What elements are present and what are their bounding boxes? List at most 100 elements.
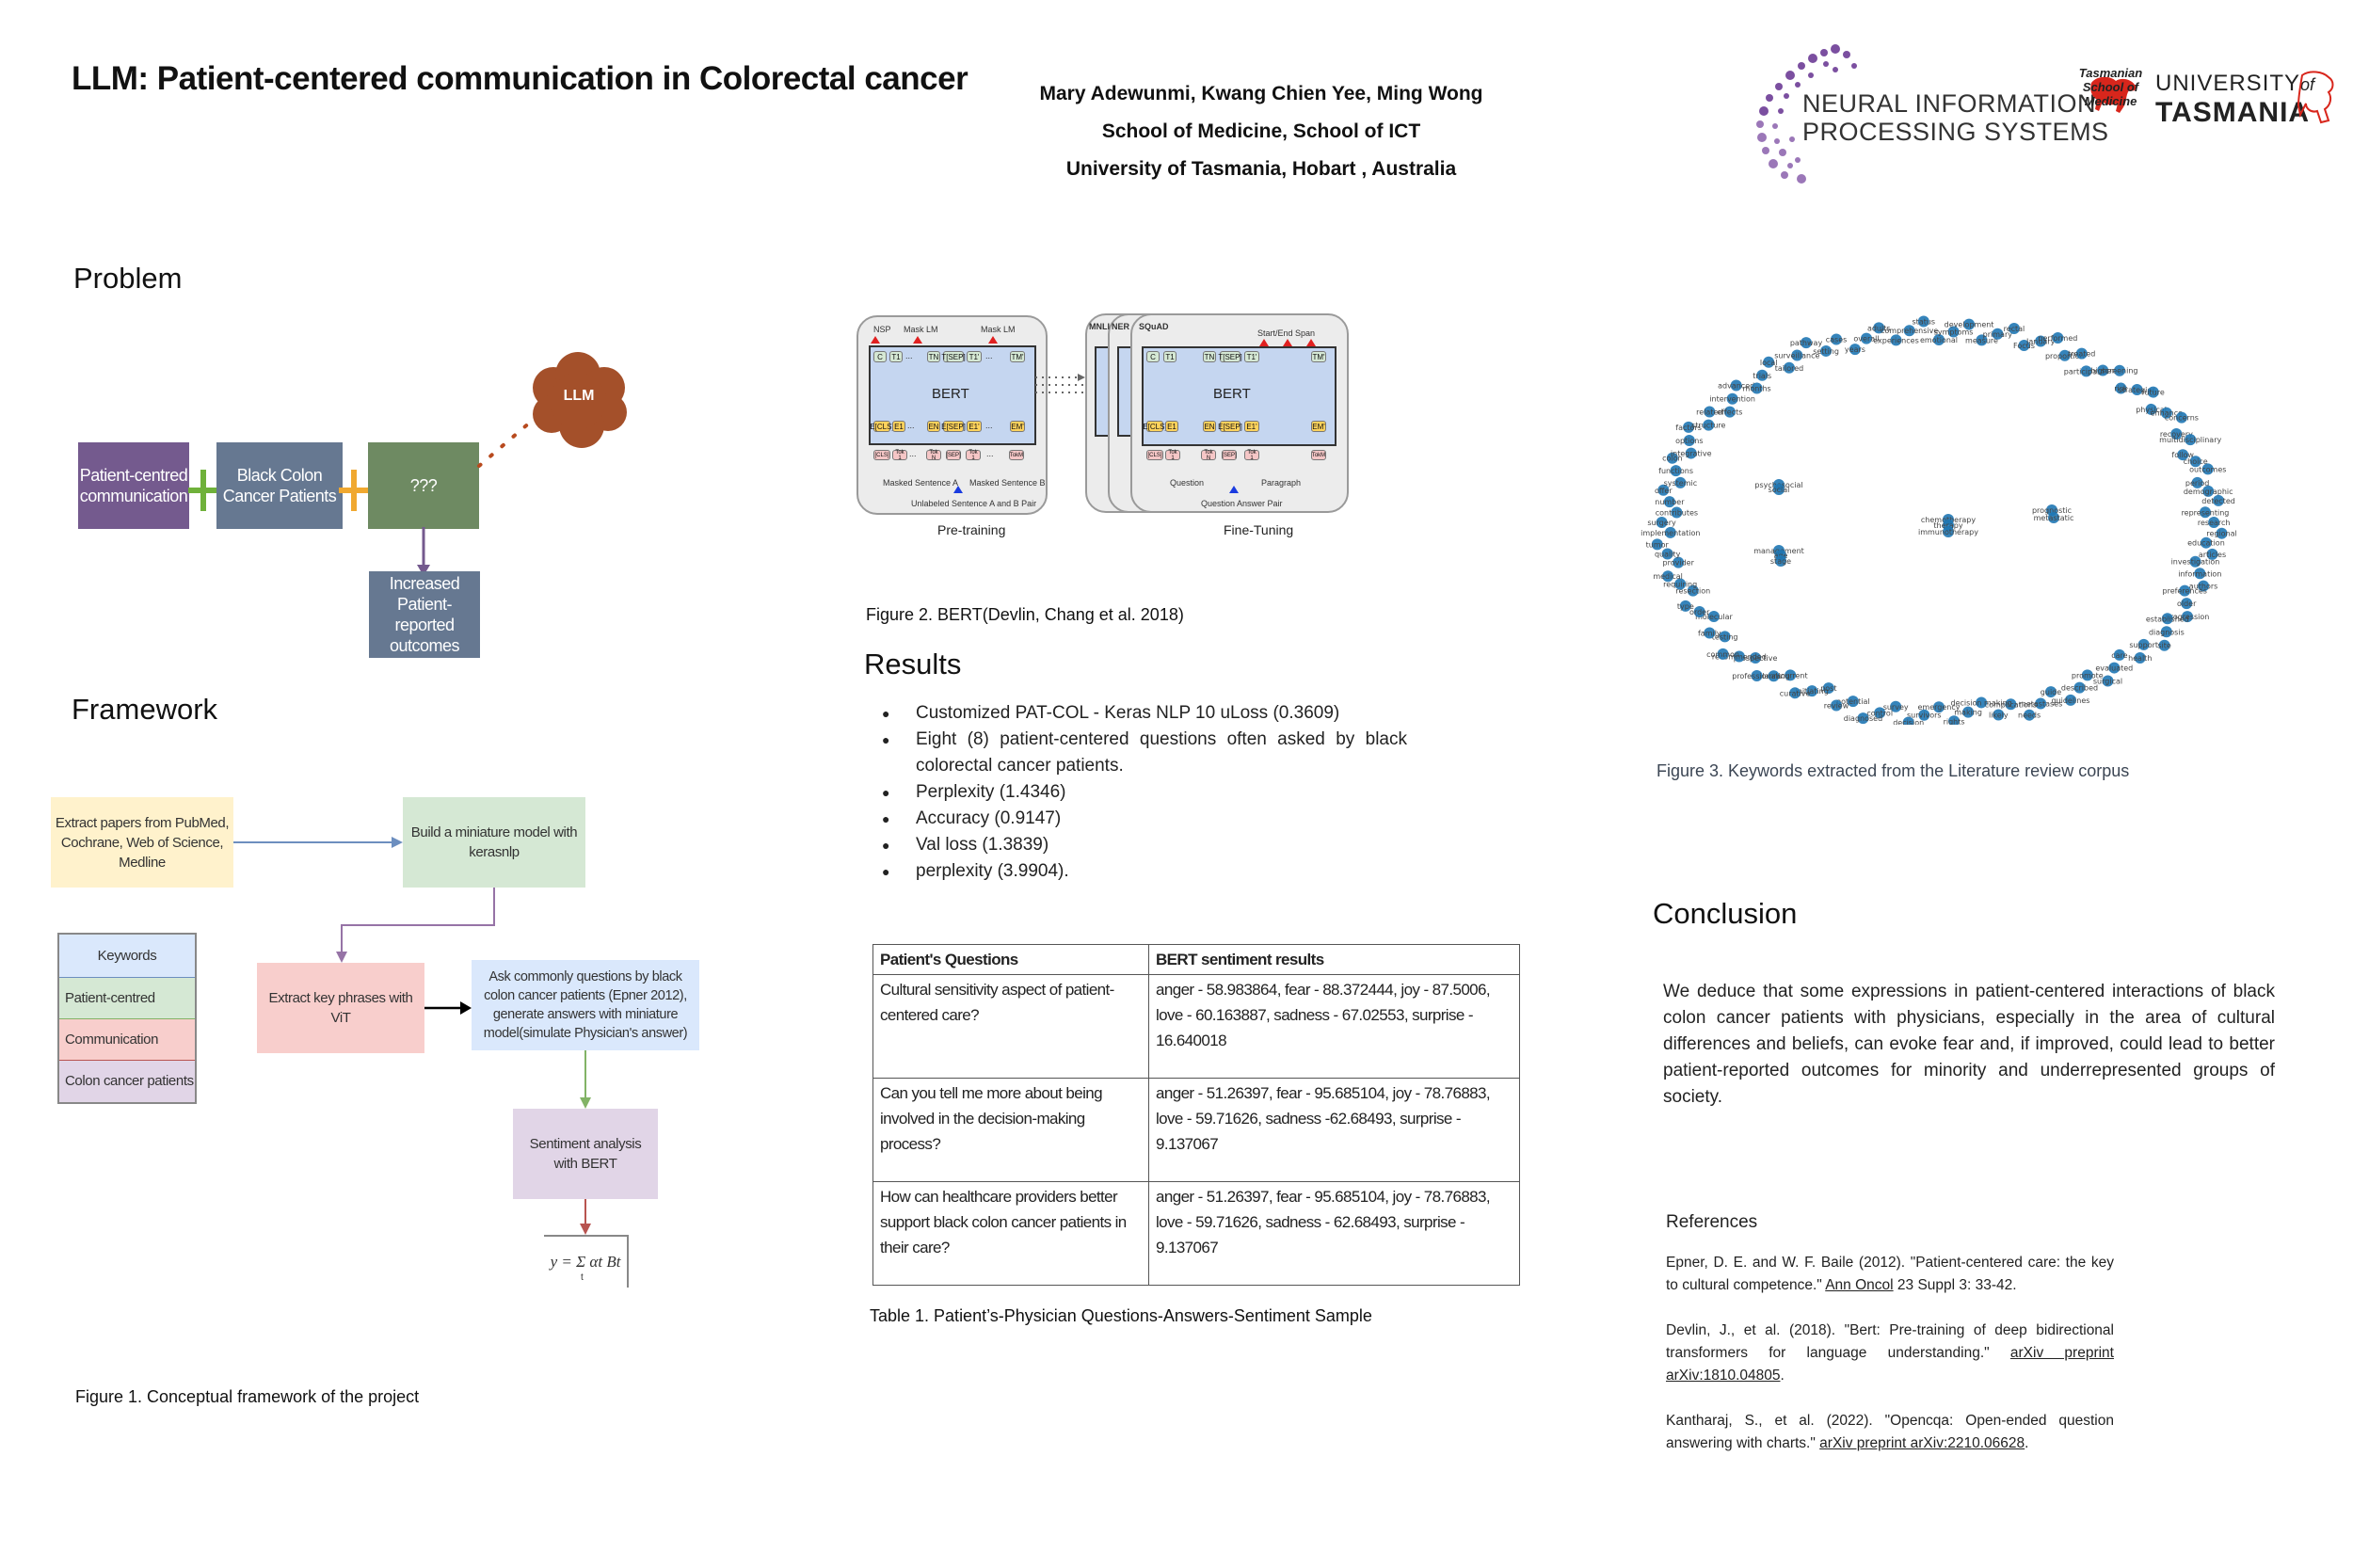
keyword-node — [1933, 334, 1945, 345]
keyword-node — [1679, 600, 1691, 612]
column-header: BERT sentiment results — [1148, 944, 1520, 975]
keyword-label: colon — [1662, 455, 1682, 463]
neurips-line1: NEURAL INFORMATION — [1802, 89, 2097, 118]
keyword-node — [1801, 337, 1813, 349]
input-token: [CLS] — [873, 450, 890, 460]
keyword-node — [1751, 669, 1763, 681]
step-ask-questions: Ask commonly questions by black colon ca… — [472, 960, 699, 1050]
keyword-node — [1943, 526, 1954, 537]
keyword-label: status — [1913, 318, 1936, 327]
keyword-label: months — [1743, 385, 1771, 393]
llm-cloud-icon — [533, 352, 627, 448]
input-ellipsis: ... — [909, 449, 917, 458]
keyword-label: years — [1845, 345, 1865, 354]
sentiment-cell: anger - 58.983864, fear - 88.372444, joy… — [1148, 974, 1520, 1079]
keyword-label: demographic — [2184, 488, 2233, 496]
question-label: Question — [1170, 478, 1205, 488]
keyword-node — [1822, 682, 1834, 695]
utas-lion-crest-icon — [2297, 71, 2334, 124]
keyword-node — [1719, 631, 1731, 643]
arrow-right-icon — [233, 837, 403, 848]
input-token: Tok N — [1201, 450, 1216, 461]
keyword-node — [1662, 570, 1674, 583]
arrow-up-icon — [1283, 339, 1292, 346]
input-token: TokM — [1311, 450, 1326, 460]
keyword-node — [2081, 669, 2093, 681]
reference-item: Devlin, J., et al. (2018). "Bert: Pre-tr… — [1666, 1320, 2114, 1387]
keyword-label: established — [2146, 615, 2189, 623]
reference-link[interactable]: Ann Oncol — [1825, 1277, 1894, 1293]
embed-ellipsis: ... — [907, 421, 915, 430]
keyword-node — [2185, 434, 2197, 446]
arrow-up-icon — [988, 336, 998, 344]
output-token: TM' — [1311, 351, 1326, 362]
keyword-label: promote — [2072, 671, 2104, 680]
keyword-node — [1775, 555, 1786, 567]
keyword-label: treated — [2068, 350, 2095, 359]
keyword-node — [2097, 364, 2109, 376]
keyword-node — [1756, 369, 1769, 381]
keyword-label: risk — [2114, 385, 2128, 393]
reference-link[interactable]: arXiv preprint arXiv:2210.06628 — [1819, 1435, 2025, 1451]
table-row: Cultural sensitivity aspect of patient-c… — [872, 974, 1520, 1079]
reference-link[interactable]: arXiv preprint arXiv:1810.04805 — [1666, 1345, 2114, 1384]
keyword-label: recurrent — [1773, 671, 1808, 680]
keyword-node — [1670, 465, 1682, 477]
embed-token: E[CLS] — [1143, 421, 1167, 432]
keyword-node — [2048, 512, 2059, 523]
keyword-node — [2052, 331, 2064, 344]
output-token: T1 — [1163, 351, 1176, 362]
input-token: [CLS] — [1146, 450, 1163, 460]
tasmanian-school-of-medicine-logo: Tasmanian School of Medicine — [2075, 66, 2146, 108]
keyword-label: metastases — [2019, 699, 2062, 708]
arrow-right-icon — [424, 1001, 472, 1015]
formula-subscript: t — [581, 1272, 584, 1283]
framework-heading: Framework — [72, 693, 218, 726]
keywords-legend: Keywords Patient-centred Communication C… — [57, 933, 197, 1104]
keyword-node — [2161, 613, 2173, 625]
keyword-node — [2213, 494, 2225, 506]
output-token: C — [873, 351, 887, 362]
embed-token: EN — [1203, 421, 1216, 432]
task-mnli: MNLI — [1089, 322, 1110, 331]
problem-box-black-colon-cancer: Black Colon Cancer Patients — [216, 442, 343, 529]
keyword-label: effects — [1717, 408, 1742, 417]
keyword-node — [1783, 361, 1795, 374]
conclusion-heading: Conclusion — [1653, 897, 1798, 930]
keyword-label: emotional — [1920, 336, 1958, 344]
keyword-label: curative — [1780, 689, 1811, 697]
keyword-label-inner: prognostic — [2032, 506, 2072, 515]
keyword-node — [1948, 715, 1961, 725]
figure3-caption: Figure 3. Keywords extracted from the Li… — [1657, 761, 2130, 780]
keyword-node — [1683, 421, 1695, 433]
utas-of: of — [2300, 75, 2315, 94]
keyword-label-inner: stage — [1770, 557, 1791, 566]
keyword-node — [1890, 334, 1902, 346]
keyword-node — [1703, 419, 1715, 431]
result-item: perplexity (3.9904). — [880, 858, 1407, 885]
keyword-node — [2044, 686, 2057, 698]
keyword-label: quality — [1655, 551, 1681, 559]
keyword-node — [1651, 538, 1663, 551]
keyword-node — [2200, 536, 2212, 549]
keyword-label: systemic — [1664, 479, 1698, 488]
output-token: C — [1146, 351, 1160, 362]
keyword-label: physical — [2136, 406, 2167, 414]
keyword-node — [2201, 463, 2214, 475]
keyword-node — [1693, 605, 1705, 617]
keyword-label: strategies — [2119, 386, 2156, 394]
keyword-node — [2058, 349, 2071, 361]
step-extract-papers: Extract papers from PubMed, Cochrane, We… — [51, 797, 233, 888]
result-item: Accuracy (0.9147) — [880, 806, 1407, 832]
paragraph-label: Paragraph — [1261, 478, 1302, 488]
keyword-node — [2158, 639, 2170, 651]
keyword-node — [1666, 452, 1678, 464]
keyword-label: emergency — [1918, 703, 1961, 712]
arrow-up-icon — [953, 486, 963, 493]
output-token: T[SEP] — [1218, 351, 1242, 362]
keyword-label: post — [1820, 684, 1836, 693]
arrow-up-icon — [1259, 339, 1269, 346]
keyword-node — [2108, 662, 2121, 674]
tasmanian-devil-logo-icon — [2090, 76, 2137, 113]
keyword-label: experiences — [1873, 336, 1919, 344]
